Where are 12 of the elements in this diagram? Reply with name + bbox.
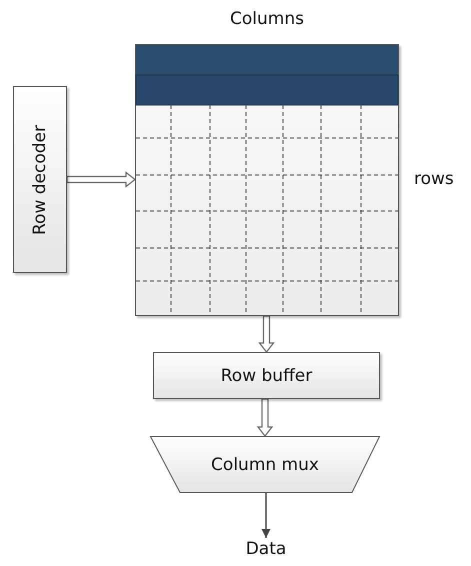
arrow <box>262 493 270 538</box>
box-label: Column mux <box>211 454 319 474</box>
hollow-arrow <box>256 398 274 437</box>
output-label: Data <box>246 539 286 559</box>
box-label: Row decoder <box>30 124 50 234</box>
hollow-arrow <box>258 315 275 353</box>
columns-heading: Columns <box>229 9 305 29</box>
hollow-arrow <box>66 171 136 188</box>
box-label: Row buffer <box>220 366 312 386</box>
process-box <box>13 86 67 273</box>
rows-label: rows <box>414 169 454 189</box>
process-box <box>153 352 380 399</box>
